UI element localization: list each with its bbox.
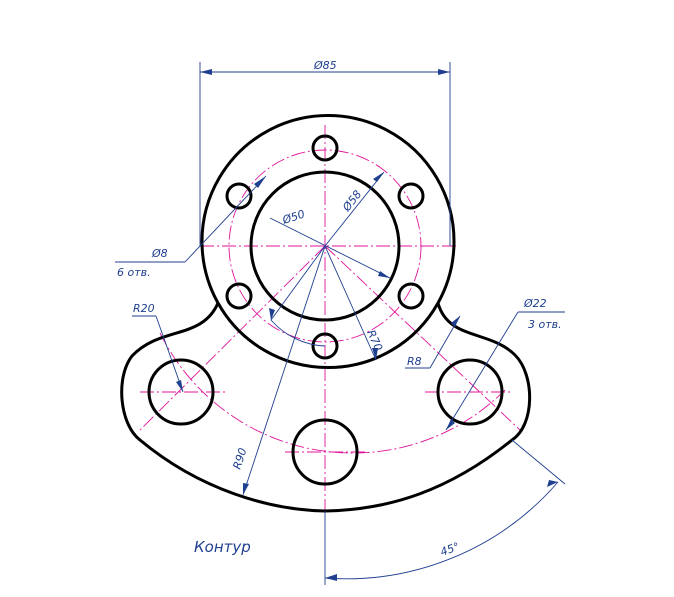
small-hole-bottom bbox=[311, 332, 339, 360]
inner-bore bbox=[249, 170, 401, 322]
dim-radius-outer: R90 bbox=[230, 446, 249, 471]
large-hole-bottom bbox=[291, 418, 359, 486]
small-hole-upper-right bbox=[397, 182, 425, 210]
outer-ring-lower-arc bbox=[216, 302, 440, 369]
dimension-arrows bbox=[176, 69, 558, 581]
dim-hole-large: Ø22 bbox=[523, 297, 547, 310]
dim-hole-small-count: 6 отв. bbox=[117, 266, 151, 279]
small-hole-lower-left bbox=[225, 282, 253, 310]
dim-outer-diameter: Ø85 bbox=[313, 59, 337, 72]
outer-contour bbox=[120, 302, 532, 513]
pcd-arc-large bbox=[159, 332, 506, 454]
small-hole-lower-right bbox=[397, 282, 425, 310]
dim-radius-lobe: R20 bbox=[133, 302, 155, 315]
small-hole-top bbox=[311, 134, 339, 162]
part-outline bbox=[120, 114, 532, 513]
centerlines bbox=[139, 125, 521, 510]
dim-inner-diameter: Ø50 bbox=[280, 207, 307, 227]
pcd-circle-small bbox=[228, 149, 422, 343]
dim-angle: 45° bbox=[439, 540, 462, 559]
dim-hole-small: Ø8 bbox=[151, 247, 168, 260]
caption: Контур bbox=[194, 538, 251, 556]
small-hole-upper-left bbox=[225, 182, 253, 210]
dim-radius-fillet: R8 bbox=[407, 355, 422, 368]
dim-hole-large-count: 3 отв. bbox=[528, 318, 562, 331]
large-hole-right bbox=[436, 358, 504, 426]
centerline-ray-right bbox=[324, 245, 521, 431]
outer-ring-arc bbox=[200, 114, 456, 304]
large-hole-left bbox=[147, 358, 215, 426]
dimension-lines bbox=[115, 62, 566, 585]
